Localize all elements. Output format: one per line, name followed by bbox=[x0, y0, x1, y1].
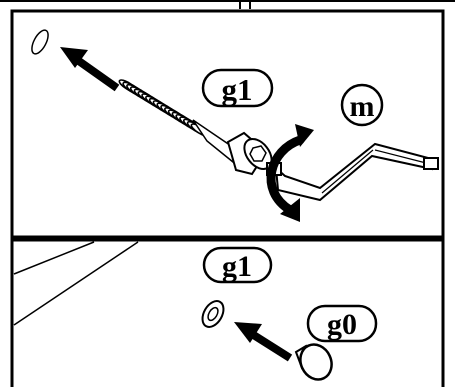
rotate-arrow-icon bbox=[266, 124, 314, 222]
washer-icon bbox=[201, 300, 225, 328]
hole-icon bbox=[31, 29, 49, 55]
label-m: m bbox=[340, 83, 384, 127]
insert-arrow-icon bbox=[234, 322, 293, 362]
top-edge-strip bbox=[0, 0, 455, 9]
surface-edge-lines bbox=[13, 241, 139, 326]
cover-cap-icon bbox=[294, 343, 333, 381]
label-g0: g0 bbox=[306, 304, 378, 343]
label-g0-text: g0 bbox=[327, 308, 357, 341]
label-g1-bottom-text: g1 bbox=[222, 250, 252, 283]
panel-top: g1 m bbox=[10, 9, 445, 239]
label-g1-top: g1 bbox=[201, 68, 274, 108]
label-m-text: m bbox=[350, 90, 375, 123]
label-g1-bottom: g1 bbox=[202, 246, 273, 284]
label-g1-top-text: g1 bbox=[222, 72, 253, 107]
panel-bottom: g1 g0 bbox=[10, 238, 445, 387]
insert-arrow-icon bbox=[60, 47, 120, 92]
